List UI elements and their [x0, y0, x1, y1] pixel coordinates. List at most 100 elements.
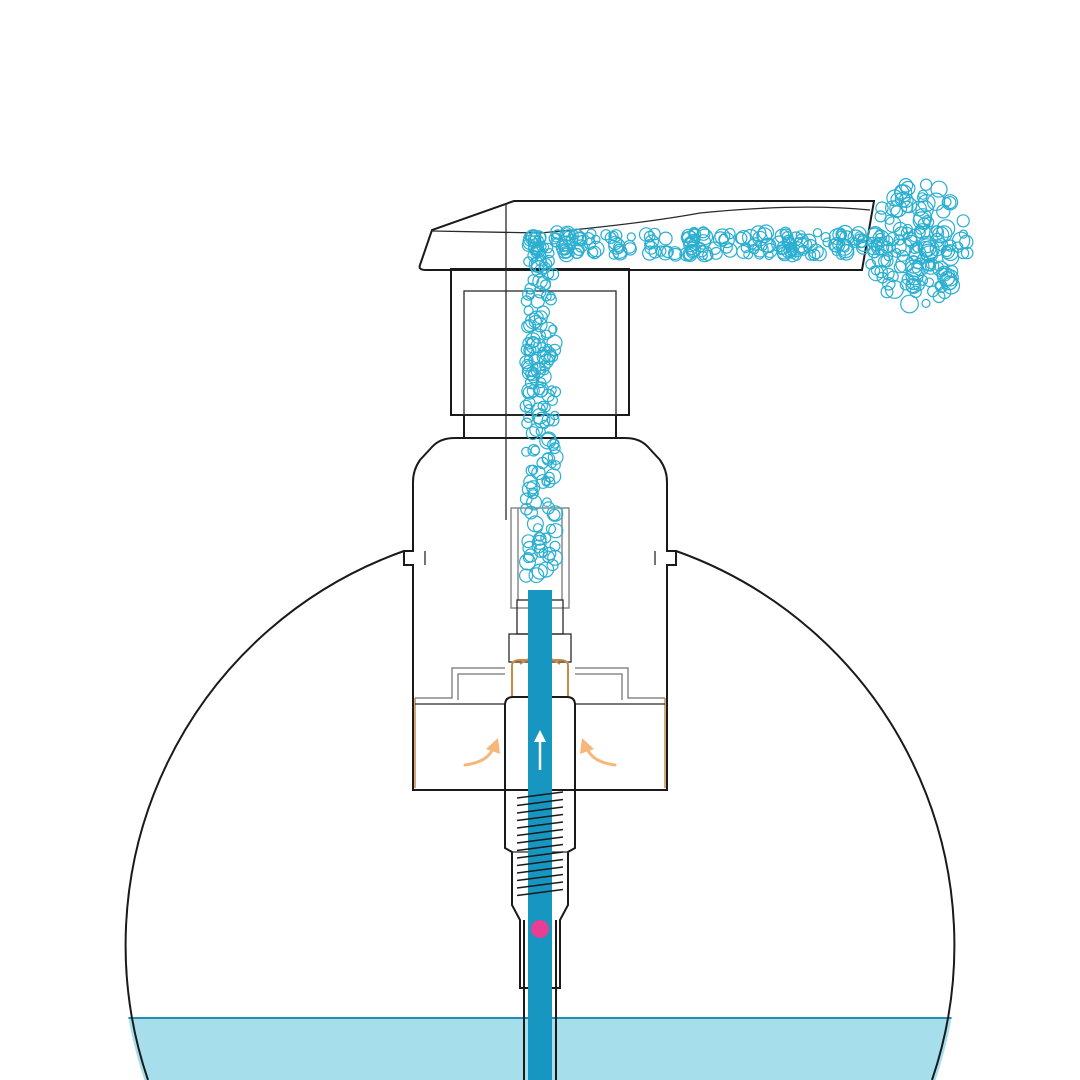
foam-bubble: [941, 194, 959, 211]
foam-bubble: [735, 229, 752, 246]
foam-bubble: [932, 290, 946, 304]
foam-bubble: [918, 235, 936, 254]
foam-bubble: [875, 228, 885, 239]
foam-bubble: [581, 232, 595, 246]
foam-bubble: [757, 224, 775, 241]
foam-bubble: [865, 258, 877, 270]
foam-bubble: [527, 274, 540, 287]
foam-bubble: [724, 227, 736, 240]
spring-coil: [516, 798, 564, 807]
foam-bubble: [560, 229, 577, 245]
foam-bubble: [900, 180, 916, 196]
foam-bubble: [896, 249, 909, 262]
foam-bubble: [536, 349, 551, 365]
foam-bubble: [529, 423, 543, 437]
foam-bubble: [702, 249, 714, 261]
foam-bubble: [880, 285, 894, 299]
spring-coil: [516, 806, 564, 814]
foam-bubble: [521, 320, 535, 334]
foam-bubble: [547, 459, 557, 469]
foam-bubble: [898, 192, 914, 208]
foam-bubble: [526, 515, 544, 533]
foam-bubble: [544, 248, 555, 259]
foam-bubble: [527, 443, 540, 457]
foam-bubble: [541, 267, 555, 281]
foam-bubble: [911, 200, 927, 217]
foam-bubble: [545, 468, 562, 485]
spring-coil: [516, 873, 564, 882]
foam-bubble: [697, 226, 710, 239]
foam-bubble: [573, 231, 587, 245]
foam-bubble: [525, 464, 538, 477]
spring-coil: [516, 828, 564, 837]
foam-bubble: [881, 276, 896, 291]
foam-bubble: [912, 211, 932, 230]
foam-bubble: [820, 231, 831, 243]
coil-spring: [516, 791, 564, 897]
foam-bubble: [531, 402, 546, 418]
foam-bubble: [530, 362, 547, 379]
foam-outflow: [518, 178, 974, 584]
foam-bubble: [794, 233, 810, 248]
foam-bubble: [832, 227, 848, 243]
foam-bubble: [520, 295, 533, 307]
foam-bubble: [905, 278, 922, 295]
foam-bubble: [857, 238, 867, 248]
foam-bubble: [522, 551, 535, 564]
foam-bubble: [538, 548, 548, 558]
foam-bubble: [892, 221, 908, 237]
check-ball-valve: [531, 920, 549, 938]
foam-bubble: [788, 249, 798, 260]
foam-bubble: [550, 232, 562, 243]
foam-bubble: [904, 259, 923, 278]
foam-bubble: [891, 247, 902, 258]
foam-bubble: [930, 180, 948, 198]
foam-bubble: [921, 298, 931, 308]
foam-bubble: [935, 280, 948, 294]
foam-bubble: [532, 273, 548, 289]
foam-bubble: [812, 227, 823, 238]
foam-bubble: [608, 235, 623, 251]
spring-coil: [516, 851, 564, 859]
foam-bubble: [529, 230, 547, 247]
foam-bubble: [609, 229, 623, 243]
foam-bubble: [875, 201, 889, 215]
foam-bubble: [958, 229, 969, 239]
foam-bubble: [698, 250, 708, 261]
foam-bubble: [521, 417, 533, 429]
foam-bubble: [531, 563, 548, 580]
foam-bubble: [533, 411, 551, 429]
foam-bubble: [546, 394, 558, 406]
foam-bubble: [546, 268, 560, 281]
foam-bubble: [520, 502, 533, 516]
foam-bubble: [884, 215, 902, 233]
foam-bubble: [522, 336, 535, 350]
foam-bubble: [919, 178, 933, 191]
foam-bubble: [874, 264, 888, 279]
foam-bubble: [836, 238, 850, 252]
foam-bubble: [722, 242, 738, 258]
foam-bubble: [558, 246, 575, 263]
foam-bubble: [523, 343, 537, 357]
foam-bubble: [529, 243, 545, 259]
foam-bubble: [521, 446, 532, 457]
foam-bubble: [840, 243, 850, 253]
foam-bubble: [837, 224, 853, 241]
spring-coil: [516, 888, 564, 897]
foam-bubble: [884, 214, 895, 225]
foam-bubble: [548, 508, 561, 522]
foam-bubble: [541, 431, 557, 447]
foam-bubble: [531, 244, 544, 257]
foam-bubble: [563, 230, 574, 241]
foam-bubble: [525, 337, 542, 354]
foam-bubble: [626, 232, 636, 242]
foam-bubble: [549, 540, 561, 552]
foam-bubble: [709, 246, 723, 260]
foam-bubble: [524, 505, 538, 520]
foam-bubble: [867, 245, 881, 259]
foam-bubble: [792, 236, 809, 254]
foam-bubble: [541, 476, 551, 486]
foam-bubble: [524, 404, 534, 414]
foam-bubble: [539, 360, 551, 372]
foam-bubble: [648, 245, 662, 259]
